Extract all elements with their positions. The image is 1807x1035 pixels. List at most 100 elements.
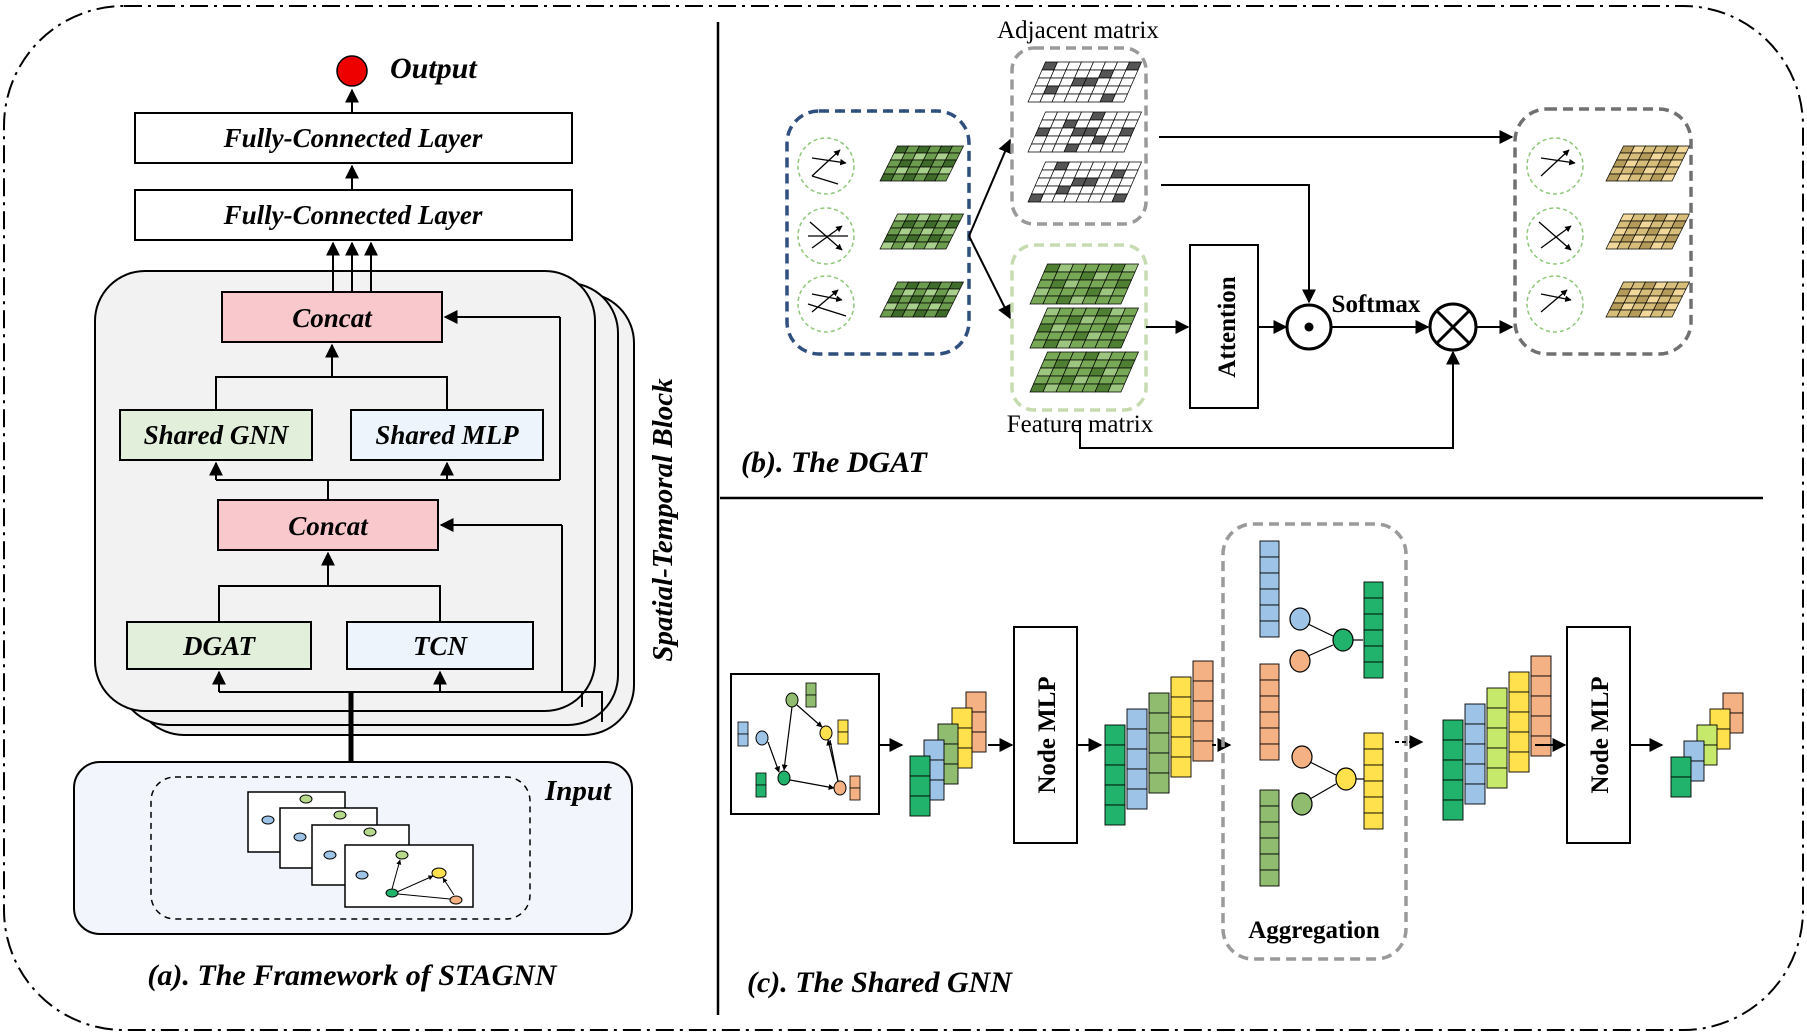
caption-c: (c). The Shared GNN: [747, 966, 1013, 999]
aggregation-cell: [1363, 629, 1384, 647]
aggregation-column: [1259, 663, 1280, 761]
output-feature-grid: [1605, 145, 1691, 182]
aggregation-cell: [1259, 572, 1280, 590]
embedding-cell: [1104, 744, 1126, 766]
aggregation-label: Aggregation: [1248, 917, 1380, 944]
input-dashed-frame: [150, 776, 531, 920]
embedding-cell: [1126, 788, 1148, 810]
attention-box: [1189, 244, 1259, 409]
embedding-cell: [1508, 691, 1530, 713]
aggregation-cell: [1259, 869, 1280, 887]
aggregation-column: [1363, 732, 1384, 830]
grid-cell: [1111, 193, 1129, 203]
embedding-cell: [1104, 804, 1126, 826]
embedding-cell: [1192, 740, 1214, 762]
embedding-cell: [1464, 763, 1486, 785]
embedding-cell: [1192, 720, 1214, 742]
dgat-output-graphs: [1526, 137, 1584, 333]
input-feature-grid: [879, 213, 965, 250]
embedding-column: [909, 691, 987, 817]
embedding-cell: [1442, 779, 1464, 801]
dgat-input-graphs: [797, 137, 855, 333]
concat-top: [221, 291, 443, 343]
aggregation-cell: [1363, 764, 1384, 782]
shared-mlp-label: Shared MLP: [375, 420, 519, 450]
aggregation-cell: [1363, 645, 1384, 663]
embedding-cell: [1486, 727, 1508, 749]
grid-cell: [1107, 383, 1126, 393]
feature-grid: [1029, 263, 1140, 305]
fc-layer-bottom-label: Fully-Connected Layer: [223, 200, 483, 230]
output-label: Output: [390, 52, 478, 85]
embedding-cell: [1442, 719, 1464, 741]
embedding-cell: [1148, 772, 1170, 794]
aggregation-cell: [1363, 613, 1384, 631]
grid-cell: [934, 241, 951, 250]
tcn-label: TCN: [413, 631, 469, 661]
aggregation-cell: [1259, 663, 1280, 681]
embedding-cell: [1670, 756, 1692, 778]
panel-dgat: Adjacent matrix Feature matrix: [741, 17, 1693, 479]
aggregation-cell: [1259, 711, 1280, 729]
aggregation-column: [1259, 540, 1280, 638]
aggregation-cell: [1363, 661, 1384, 679]
embedding-cell: [1126, 768, 1148, 790]
grid-cell: [1107, 339, 1126, 349]
embedding-cell: [1148, 752, 1170, 774]
panel-framework: Output Fully-Connected Layer Fully-Conne…: [73, 52, 679, 992]
output-feature-grid: [1605, 281, 1691, 318]
aggregation-cell: [1363, 732, 1384, 750]
embedding-cell: [1464, 723, 1486, 745]
embedding-cell: [1442, 739, 1464, 761]
outer-frame: [3, 5, 1804, 1031]
aggregation-cell: [1259, 556, 1280, 574]
embedding-cell: [1170, 696, 1192, 718]
embedding-cell: [1192, 700, 1214, 722]
dgat-input-box: [785, 109, 971, 356]
aggregation-cell: [1259, 727, 1280, 745]
embedding-cell: [909, 795, 931, 817]
embedding-cell: [1530, 715, 1552, 737]
input-graph-stack: [247, 791, 474, 908]
aggregation-cell: [1259, 588, 1280, 606]
grid-cell: [1111, 93, 1129, 103]
aggregation-cell: [1363, 597, 1384, 615]
output-dot: [336, 55, 368, 87]
grid-cell: [1660, 173, 1677, 182]
adjacency-grids: [1027, 61, 1143, 203]
embedding-cell: [1486, 767, 1508, 789]
grid-cell: [1107, 295, 1126, 305]
feature-grids: [1029, 263, 1140, 393]
aggregation-cell: [1363, 748, 1384, 766]
grid-cell: [1111, 143, 1129, 153]
embedding-cell: [909, 775, 931, 797]
aggregation-cell: [1259, 679, 1280, 697]
fc-layer-top-label: Fully-Connected Layer: [223, 123, 483, 153]
dgat-output-grids: [1605, 145, 1691, 318]
embedding-cell: [1670, 776, 1692, 798]
output-feature-grid: [1605, 213, 1691, 250]
concat-bottom-label: Concat: [288, 511, 369, 541]
feature-grid: [1029, 351, 1140, 393]
node-mlp-2: [1566, 626, 1631, 844]
aggregation-columns: [1259, 540, 1384, 887]
embedding-stack-3: [1442, 655, 1552, 821]
embedding-cell: [1170, 756, 1192, 778]
tcn-box: [346, 621, 534, 670]
embedding-column: [1104, 660, 1214, 826]
embedding-cell: [1170, 716, 1192, 738]
embedding-cell: [1508, 671, 1530, 693]
embedding-cell: [1486, 687, 1508, 709]
grid-cell: [1660, 241, 1677, 250]
dgat-input-grids: [879, 145, 965, 318]
fc-layer-bottom: [134, 189, 573, 241]
embedding-cell: [1442, 759, 1464, 781]
block-label: Spatial-Temporal Block: [647, 378, 679, 662]
embedding-cell: [1126, 728, 1148, 750]
embedding-cell: [1486, 747, 1508, 769]
embedding-cell: [1104, 764, 1126, 786]
embedding-cell: [1192, 660, 1214, 682]
fc-layer-top: [134, 112, 573, 164]
